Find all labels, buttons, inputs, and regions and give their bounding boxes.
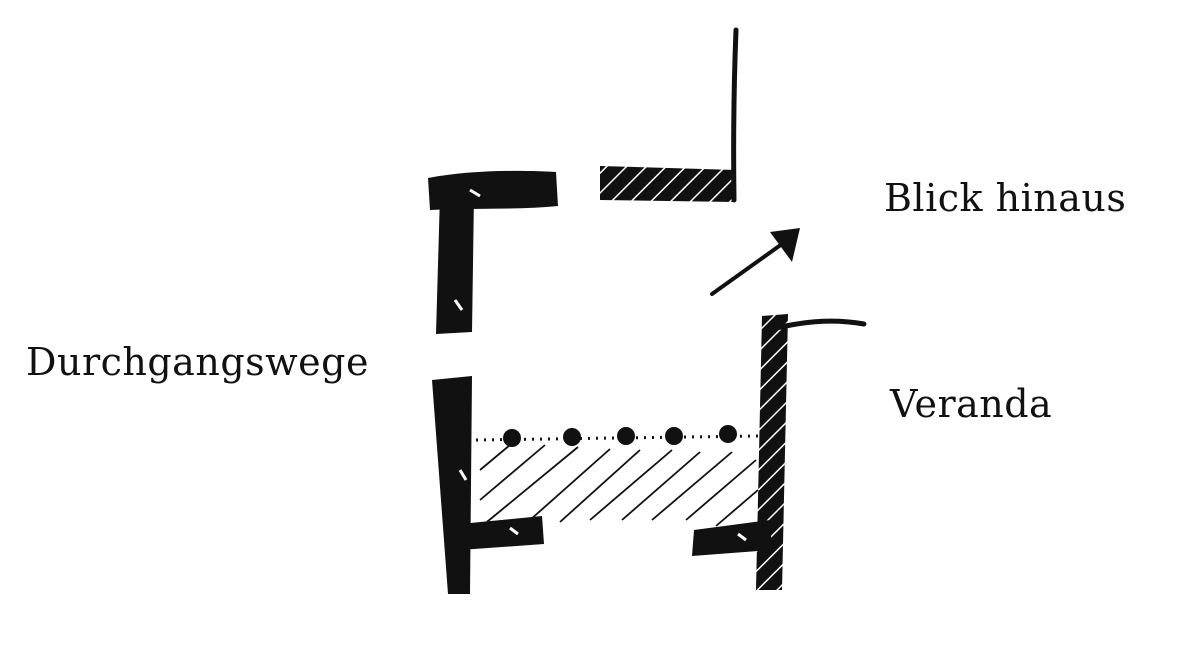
- view-arrow-icon: [710, 228, 800, 296]
- label-view-out: Blick hinaus: [884, 176, 1127, 220]
- wall-left-lower: [432, 376, 472, 594]
- wall-line-top: [731, 27, 739, 203]
- label-passageways: Durchgangswege: [26, 340, 369, 384]
- wall-bottom-right: [692, 520, 772, 556]
- wall-left-upper: [436, 195, 474, 334]
- veranda-posts: [503, 425, 737, 447]
- wall-line-right: [765, 318, 867, 333]
- label-veranda: Veranda: [890, 382, 1053, 426]
- wall-bottom-left: [460, 516, 544, 550]
- veranda-hatching: [479, 444, 759, 527]
- wall-top-right: [600, 166, 736, 202]
